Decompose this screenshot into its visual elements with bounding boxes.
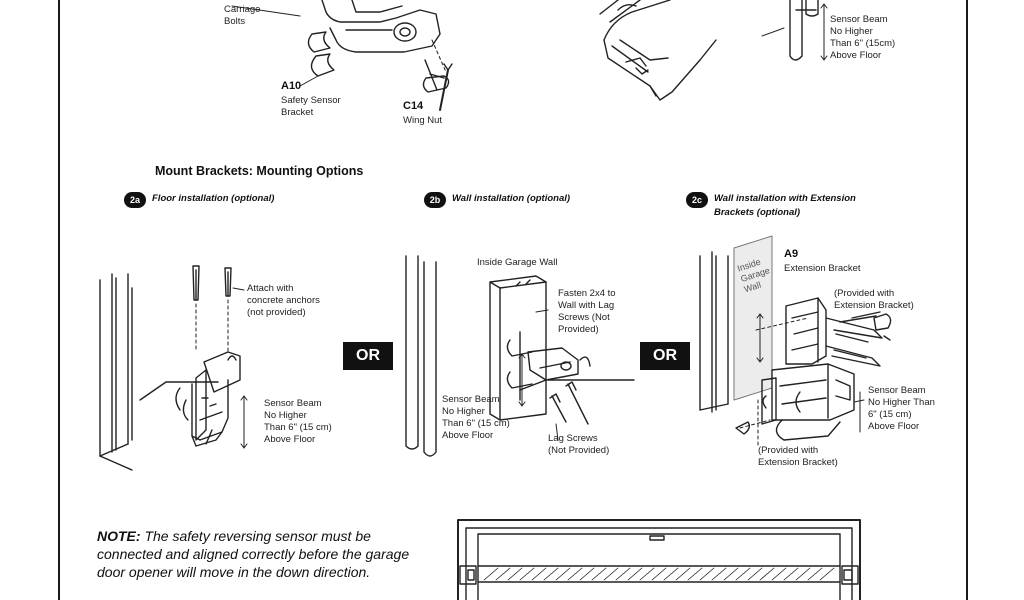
a9-part-name: Extension Bracket <box>784 263 861 274</box>
option-2b-header: 2b Wall installation (optional) <box>424 192 570 208</box>
inside-garage-wall-label: Inside Garage Wall <box>477 257 558 268</box>
sensor-beam-note-top: Sensor Beam No Higher Than 6" (15cm) Abo… <box>830 14 896 61</box>
note-lead: NOTE: <box>97 528 141 544</box>
wall-installation-drawing <box>405 255 635 457</box>
fasten-2x4-label: Fasten 2x4 to Wall with Lag Screws (Not … <box>558 288 616 335</box>
provided-with-extension-bottom: (Provided with Extension Bracket) <box>758 445 838 468</box>
wall-sensor-beam-label: Sensor Beam No Higher Than 6" (15 cm) Ab… <box>442 394 510 441</box>
floor-installation-drawing <box>99 265 248 471</box>
step-badge-2b: 2b <box>424 192 446 208</box>
a9-part-code: A9 <box>784 248 799 260</box>
page-border-left <box>58 0 60 600</box>
or-separator-2: OR <box>640 342 690 370</box>
c14-part-name: Wing Nut <box>403 115 443 126</box>
carriage-bolts-label: Carriage Bolts <box>224 4 261 27</box>
extension-sensor-beam-label: Sensor Beam No Higher Than 6" (15 cm) Ab… <box>868 385 935 432</box>
option-2c-header: 2c Wall installation with Extension Brac… <box>686 192 856 220</box>
option-2c-title: Wall installation with Extension Bracket… <box>714 193 856 218</box>
a10-part-name: Safety Sensor Bracket <box>281 95 341 118</box>
sensor-post-drawing <box>761 0 828 61</box>
extension-bracket-drawing <box>699 235 892 447</box>
floor-sensor-beam-label: Sensor Beam No Higher Than 6" (15 cm) Ab… <box>264 398 332 445</box>
option-2a-header: 2a Floor installation (optional) <box>124 192 274 208</box>
page-border-right <box>966 0 968 600</box>
option-2a-title: Floor installation (optional) <box>152 193 275 204</box>
step-badge-2a: 2a <box>124 192 146 208</box>
door-hatching <box>483 567 835 581</box>
mounting-options-title: Mount Brackets: Mounting Options <box>155 164 364 178</box>
a10-part-code: A10 <box>281 80 302 92</box>
step-badge-2c: 2c <box>686 192 708 208</box>
note-text: The safety reversing sensor must be conn… <box>97 528 410 580</box>
c14-part-code: C14 <box>403 100 424 112</box>
garage-door-front-drawing <box>457 519 861 600</box>
or-separator-1: OR <box>343 342 393 370</box>
sensor-on-rail-drawing <box>599 0 717 101</box>
lag-screws-label: Lag Screws (Not Provided) <box>548 433 610 456</box>
safety-sensor-bracket-drawing <box>231 0 453 111</box>
attach-anchors-label: Attach with concrete anchors (not provid… <box>247 283 320 318</box>
option-2b-title: Wall installation (optional) <box>452 193 571 204</box>
safety-note: NOTE: The safety reversing sensor must b… <box>97 527 427 581</box>
provided-with-extension-top: (Provided with Extension Bracket) <box>834 288 914 311</box>
